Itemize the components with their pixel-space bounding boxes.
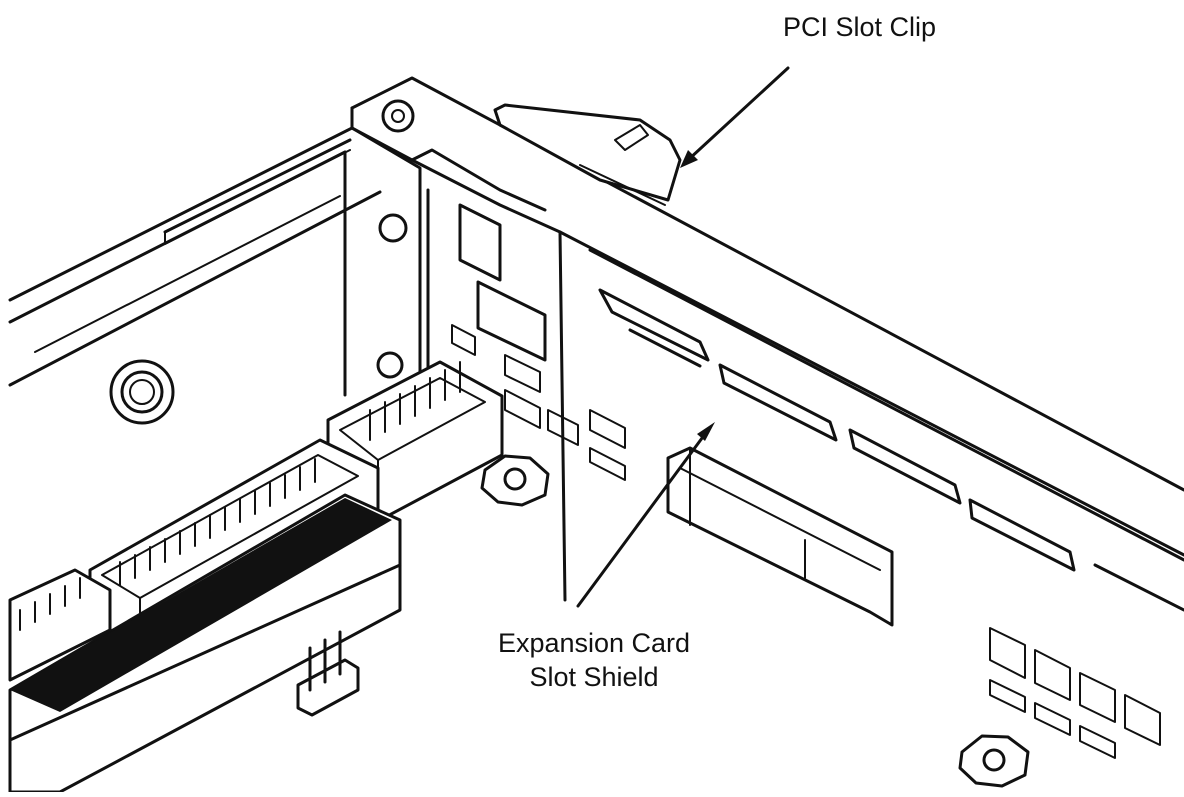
expansion-card-slot-shield-label: Expansion Card Slot Shield [470,626,718,694]
expansion-card-slot-shield-label-line2: Slot Shield [529,662,659,692]
riser-bracket [350,76,1184,602]
hex-nut-center [480,454,550,507]
hex-nut-bottom-right [958,734,1030,788]
callout-leaders [576,66,790,608]
pin-rows [119,361,461,586]
left-chassis-wall [8,126,422,397]
floor-vents [989,627,1161,759]
expansion-card-slot-shield-label-line1: Expansion Card [497,628,691,658]
riser-slots [598,288,1184,612]
pci-slot-connector [8,493,402,794]
expansion-slot-shield [666,446,894,627]
pci-slot-clip [493,103,682,206]
bracket-panel [426,188,626,481]
jumper-pins [296,630,360,717]
wall-standoff [109,213,408,425]
left-edge-header [8,568,112,682]
pci-slot-clip-label: PCI Slot Clip [783,12,937,42]
